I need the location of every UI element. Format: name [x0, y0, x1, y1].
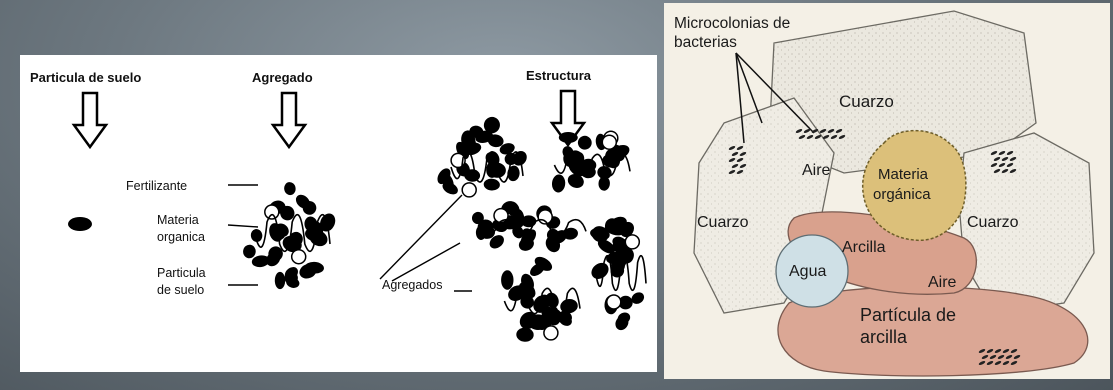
label-agregados: Agregados: [382, 277, 442, 293]
header-agregado: Agregado: [252, 70, 313, 85]
label-materia-line2: organica: [157, 229, 205, 245]
soil-particle: [551, 174, 566, 193]
fertilizer-granule: [292, 250, 306, 264]
label-agua: Agua: [789, 263, 826, 281]
soil-particle-shape: [68, 217, 92, 231]
label-particula-line1: Partícula de: [860, 305, 956, 326]
structure-aggregate-1: [435, 114, 530, 197]
structure-aggregate-2: [551, 131, 631, 193]
down-arrow-aggregate: [273, 93, 305, 147]
materia-pointer: [228, 225, 258, 227]
soil-particle: [483, 178, 500, 191]
structure-aggregate-4: [501, 254, 580, 342]
single-aggregate: [242, 181, 338, 289]
soil-particle: [576, 134, 594, 152]
soil-particle: [588, 260, 611, 283]
fertilizer-granule: [607, 295, 621, 309]
agregados-pointer-2: [392, 243, 460, 281]
fertilizer-granule: [544, 326, 558, 340]
header-particula-de-suelo: Particula de suelo: [30, 70, 141, 85]
label-microcolonias-line1: Microcolonias de: [674, 15, 790, 33]
label-microcolonias-line2: bacterias: [674, 34, 737, 52]
structure-aggregate-3: [470, 198, 586, 254]
label-cuarzo-top: Cuarzo: [839, 92, 894, 112]
soil-particle: [516, 327, 534, 342]
label-materia-line1: Materia: [157, 212, 199, 228]
soil-particle: [275, 272, 285, 289]
fertilizer-granule: [265, 205, 279, 219]
soil-particle: [242, 244, 257, 259]
label-particula-line2: arcilla: [860, 327, 907, 348]
down-arrow-particle: [74, 93, 106, 147]
label-materia-line2: orgánica: [873, 186, 931, 203]
soil-micro-structure-panel: Microcolonias de bacterias Cuarzo Aire M…: [664, 3, 1110, 379]
agregados-pointer-1: [380, 195, 462, 279]
label-materia-line1: Materia: [878, 166, 928, 183]
label-aire-top: Aire: [802, 162, 830, 180]
label-cuarzo-left: Cuarzo: [697, 214, 749, 232]
soil-particle: [251, 254, 270, 268]
bacteria-pointer-2: [736, 53, 762, 123]
aggregates-group: [242, 114, 646, 342]
label-cuarzo-right: Cuarzo: [967, 214, 1019, 232]
label-particula-line1: Particula: [157, 265, 206, 281]
label-arcilla: Arcilla: [842, 239, 886, 257]
aggregate-diagram-panel: Particula de suelo Agregado Estructura F…: [20, 55, 657, 372]
header-estructura: Estructura: [526, 68, 591, 83]
soil-particle: [283, 181, 296, 196]
label-aire-bottom: Aire: [928, 274, 956, 292]
structure-aggregate-5: [588, 214, 646, 332]
aggregate-diagram-drawing: [20, 55, 657, 372]
fertilizer-granule: [602, 135, 616, 149]
soil-particle: [501, 270, 513, 290]
fertilizer-granule: [625, 235, 639, 249]
label-fertilizante: Fertilizante: [126, 178, 187, 194]
label-particula-line2: de suelo: [157, 282, 204, 298]
fertilizer-granule: [462, 183, 476, 197]
